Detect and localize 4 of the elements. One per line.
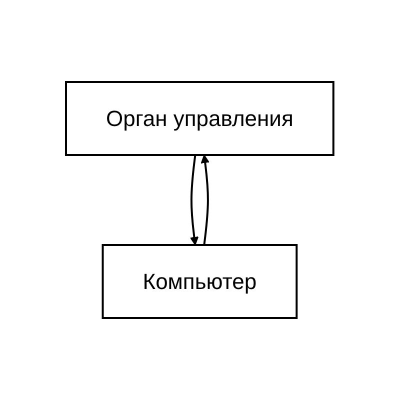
node-box: Орган управления bbox=[65, 81, 335, 156]
arrow bbox=[201, 154, 210, 246]
node-box: Компьютер bbox=[102, 244, 298, 319]
arrow bbox=[190, 154, 199, 246]
